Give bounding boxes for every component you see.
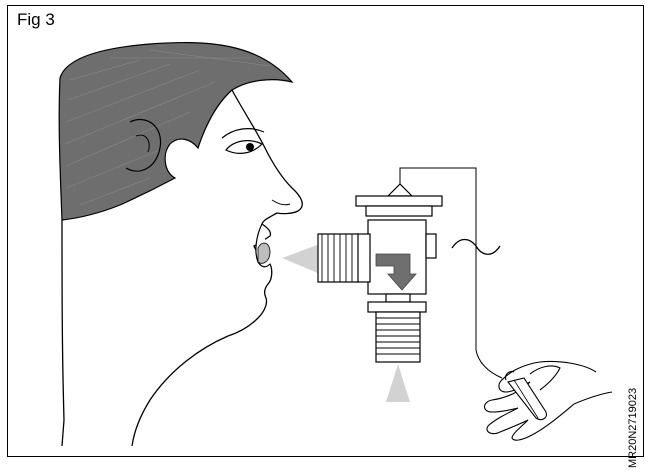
- figure-number-label: Fig 3: [17, 11, 55, 28]
- outlet-threads: [376, 312, 420, 362]
- figure-code-label: MR20N2719023: [628, 388, 639, 468]
